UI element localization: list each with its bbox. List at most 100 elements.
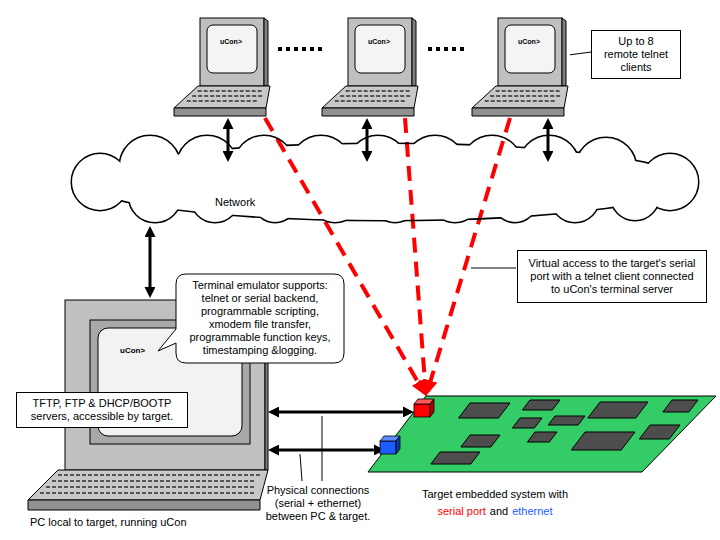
keyboard-key xyxy=(199,100,203,102)
keyboard-key xyxy=(184,480,188,482)
keyboard-key xyxy=(217,100,221,102)
keyboard-key xyxy=(370,95,374,97)
cloud-outline xyxy=(462,136,522,196)
cloud-outline xyxy=(373,178,417,222)
keyboard-key xyxy=(364,95,368,97)
keyboard-base xyxy=(28,470,268,500)
keyboard-key xyxy=(94,492,98,494)
keyboard-key xyxy=(253,100,257,102)
keyboard-key xyxy=(88,492,92,494)
keyboard-key xyxy=(250,492,254,494)
keyboard-key xyxy=(514,90,518,92)
keyboard-key xyxy=(196,480,200,482)
keyboard-key xyxy=(193,100,197,102)
monitor-case xyxy=(498,18,562,86)
keyboard-key xyxy=(228,95,232,97)
keyboard-key xyxy=(106,486,110,488)
keyboard-key xyxy=(76,480,80,482)
keyboard-key xyxy=(118,480,122,482)
keyboard-key xyxy=(196,492,200,494)
keyboard-key xyxy=(244,480,248,482)
keyboard-key xyxy=(234,90,238,92)
ellipsis-dot xyxy=(460,47,464,51)
keyboard-key xyxy=(70,474,74,476)
keyboard-key xyxy=(124,474,128,476)
keyboard-key xyxy=(142,480,146,482)
keyboard-key xyxy=(232,474,236,476)
keyboard-key xyxy=(70,492,74,494)
keyboard-key xyxy=(208,480,212,482)
keyboard-key xyxy=(82,480,86,482)
keyboard-key xyxy=(208,492,212,494)
keyboard-key xyxy=(204,95,208,97)
keyboard-key xyxy=(64,480,68,482)
keyboard-key xyxy=(532,90,536,92)
keyboard-key xyxy=(352,90,356,92)
keyboard-key xyxy=(521,100,525,102)
callout-box: Up to 8 remote telnet clients xyxy=(591,30,681,79)
cloud-outline xyxy=(642,154,698,210)
keyboard-key xyxy=(178,492,182,494)
board-caption: Target embedded system with xyxy=(365,488,625,501)
keyboard-key xyxy=(359,100,363,102)
keyboard-key xyxy=(210,95,214,97)
cloud-outline xyxy=(311,174,359,222)
keyboard-key xyxy=(106,492,110,494)
keyboard-key xyxy=(216,90,220,92)
keyboard-key xyxy=(252,90,256,92)
keyboard-key xyxy=(370,90,374,92)
keyboard-key xyxy=(154,492,158,494)
keyboard-key xyxy=(160,486,164,488)
keyboard-base xyxy=(174,86,270,108)
base-front xyxy=(472,108,564,116)
ic-chip xyxy=(459,403,510,418)
virtual-link xyxy=(431,118,510,381)
ic-chip xyxy=(461,435,500,447)
keyboard-key xyxy=(490,95,494,97)
keyboard-key xyxy=(88,474,92,476)
keyboard-key xyxy=(382,90,386,92)
keyboard-key xyxy=(136,486,140,488)
pc-text: uCon> xyxy=(120,346,145,355)
keyboard-key xyxy=(46,492,50,494)
keyboard-key xyxy=(187,100,191,102)
cloud-outline xyxy=(129,170,181,222)
keyboard-key xyxy=(406,90,410,92)
monitor-case xyxy=(348,18,412,86)
keyboard-key xyxy=(160,474,164,476)
monitor-side xyxy=(264,18,268,86)
connector-arrow xyxy=(279,411,403,414)
keyboard-key xyxy=(112,474,116,476)
node-outline xyxy=(172,16,272,118)
keyboard-key xyxy=(130,486,134,488)
screen xyxy=(207,25,257,73)
keyboard-key xyxy=(246,90,250,92)
keyboard-key xyxy=(154,474,158,476)
keyboard-key xyxy=(347,100,351,102)
ethernet-port xyxy=(396,436,400,454)
keyboard-key xyxy=(220,492,224,494)
ethernet-port xyxy=(380,441,396,454)
keyboard-key xyxy=(184,486,188,488)
keyboard-key xyxy=(346,95,350,97)
keyboard-key xyxy=(502,95,506,97)
connector-arrow xyxy=(279,448,374,451)
connector-arrow xyxy=(148,237,151,287)
ellipsis-dot xyxy=(286,47,290,51)
connector-arrow xyxy=(546,129,549,151)
keyboard-key xyxy=(526,95,530,97)
screen-prompt: uCon> xyxy=(518,38,540,46)
ic-chip xyxy=(663,400,698,412)
keyboard-key xyxy=(526,90,530,92)
keyboard-key xyxy=(244,486,248,488)
keyboard-key xyxy=(244,474,248,476)
keyboard-key xyxy=(214,474,218,476)
keyboard-key xyxy=(148,492,152,494)
keyboard-key xyxy=(503,100,507,102)
keyboard-key xyxy=(124,492,128,494)
keyboard-key xyxy=(228,90,232,92)
keyboard-key xyxy=(52,480,56,482)
keyboard-key xyxy=(166,486,170,488)
